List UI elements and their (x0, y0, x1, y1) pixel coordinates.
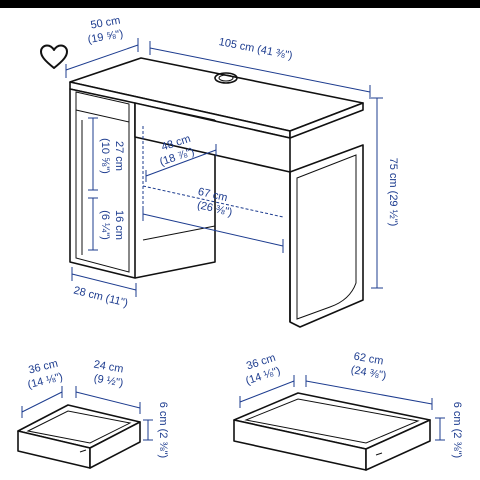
large-drawer-depth-label: 62 cm (353, 351, 385, 368)
cable-hole-inner (218, 74, 234, 82)
lower-compartment-inch-label: (6 ¼") (99, 210, 111, 240)
width-dim-line (149, 47, 371, 93)
large-drawer-drawing (233, 392, 431, 471)
side-depth-label: 28 cm (11") (72, 285, 129, 310)
depth-dim-line (65, 44, 139, 71)
desk-height-label: 75 cm (29 ½") (387, 158, 399, 227)
heart-outline-icon (40, 44, 68, 69)
desk-depth-label: 50 cm (90, 15, 122, 32)
upper-compartment-inch-label: (10 ⅝") (99, 138, 111, 174)
under-width-dim-line (142, 213, 284, 247)
storage-unit-front (69, 88, 136, 279)
top-bar (0, 0, 480, 8)
desk-right-leg-panel (289, 144, 364, 328)
storage-shelf-line (142, 225, 216, 241)
small-d-dim-line (75, 391, 141, 409)
large-drawer-side (365, 419, 431, 471)
small-drawer-side (89, 421, 141, 469)
leg-panel-cutout (296, 154, 357, 320)
lower-compartment-label: 16 cm (113, 210, 125, 240)
cable-hole (214, 72, 238, 84)
large-drawer-inner (244, 398, 420, 444)
large-w-dim-line (239, 380, 295, 403)
large-d-dim-line (305, 380, 433, 405)
small-drawer-height-label: 6 cm (2 ⅜") (157, 402, 169, 458)
upper-compartment-label: 27 cm (113, 141, 125, 171)
small-drawer-depth-label: 24 cm (93, 359, 125, 376)
storage-divider (75, 109, 130, 123)
large-drawer-height-label: 6 cm (2 ⅜") (451, 402, 463, 458)
apron-side (289, 109, 364, 139)
small-w-dim-line (21, 391, 63, 413)
small-drawer-handle (79, 449, 87, 453)
side-depth-dim-line (71, 273, 137, 291)
large-drawer-handle (375, 452, 383, 456)
favorite-button[interactable] (38, 42, 70, 72)
small-drawer-depth-inch-label: (9 ½") (93, 373, 124, 390)
small-drawer-drawing (17, 404, 141, 469)
desk-width-label: 105 cm (41 ⅜") (218, 36, 294, 62)
desk-drawing (69, 57, 364, 328)
storage-back-frame (134, 120, 216, 279)
small-drawer-inner (26, 410, 132, 444)
storage-unit-inner (75, 91, 130, 273)
shelf-depth-dim-line (145, 149, 217, 177)
under-dash-top (142, 185, 284, 218)
